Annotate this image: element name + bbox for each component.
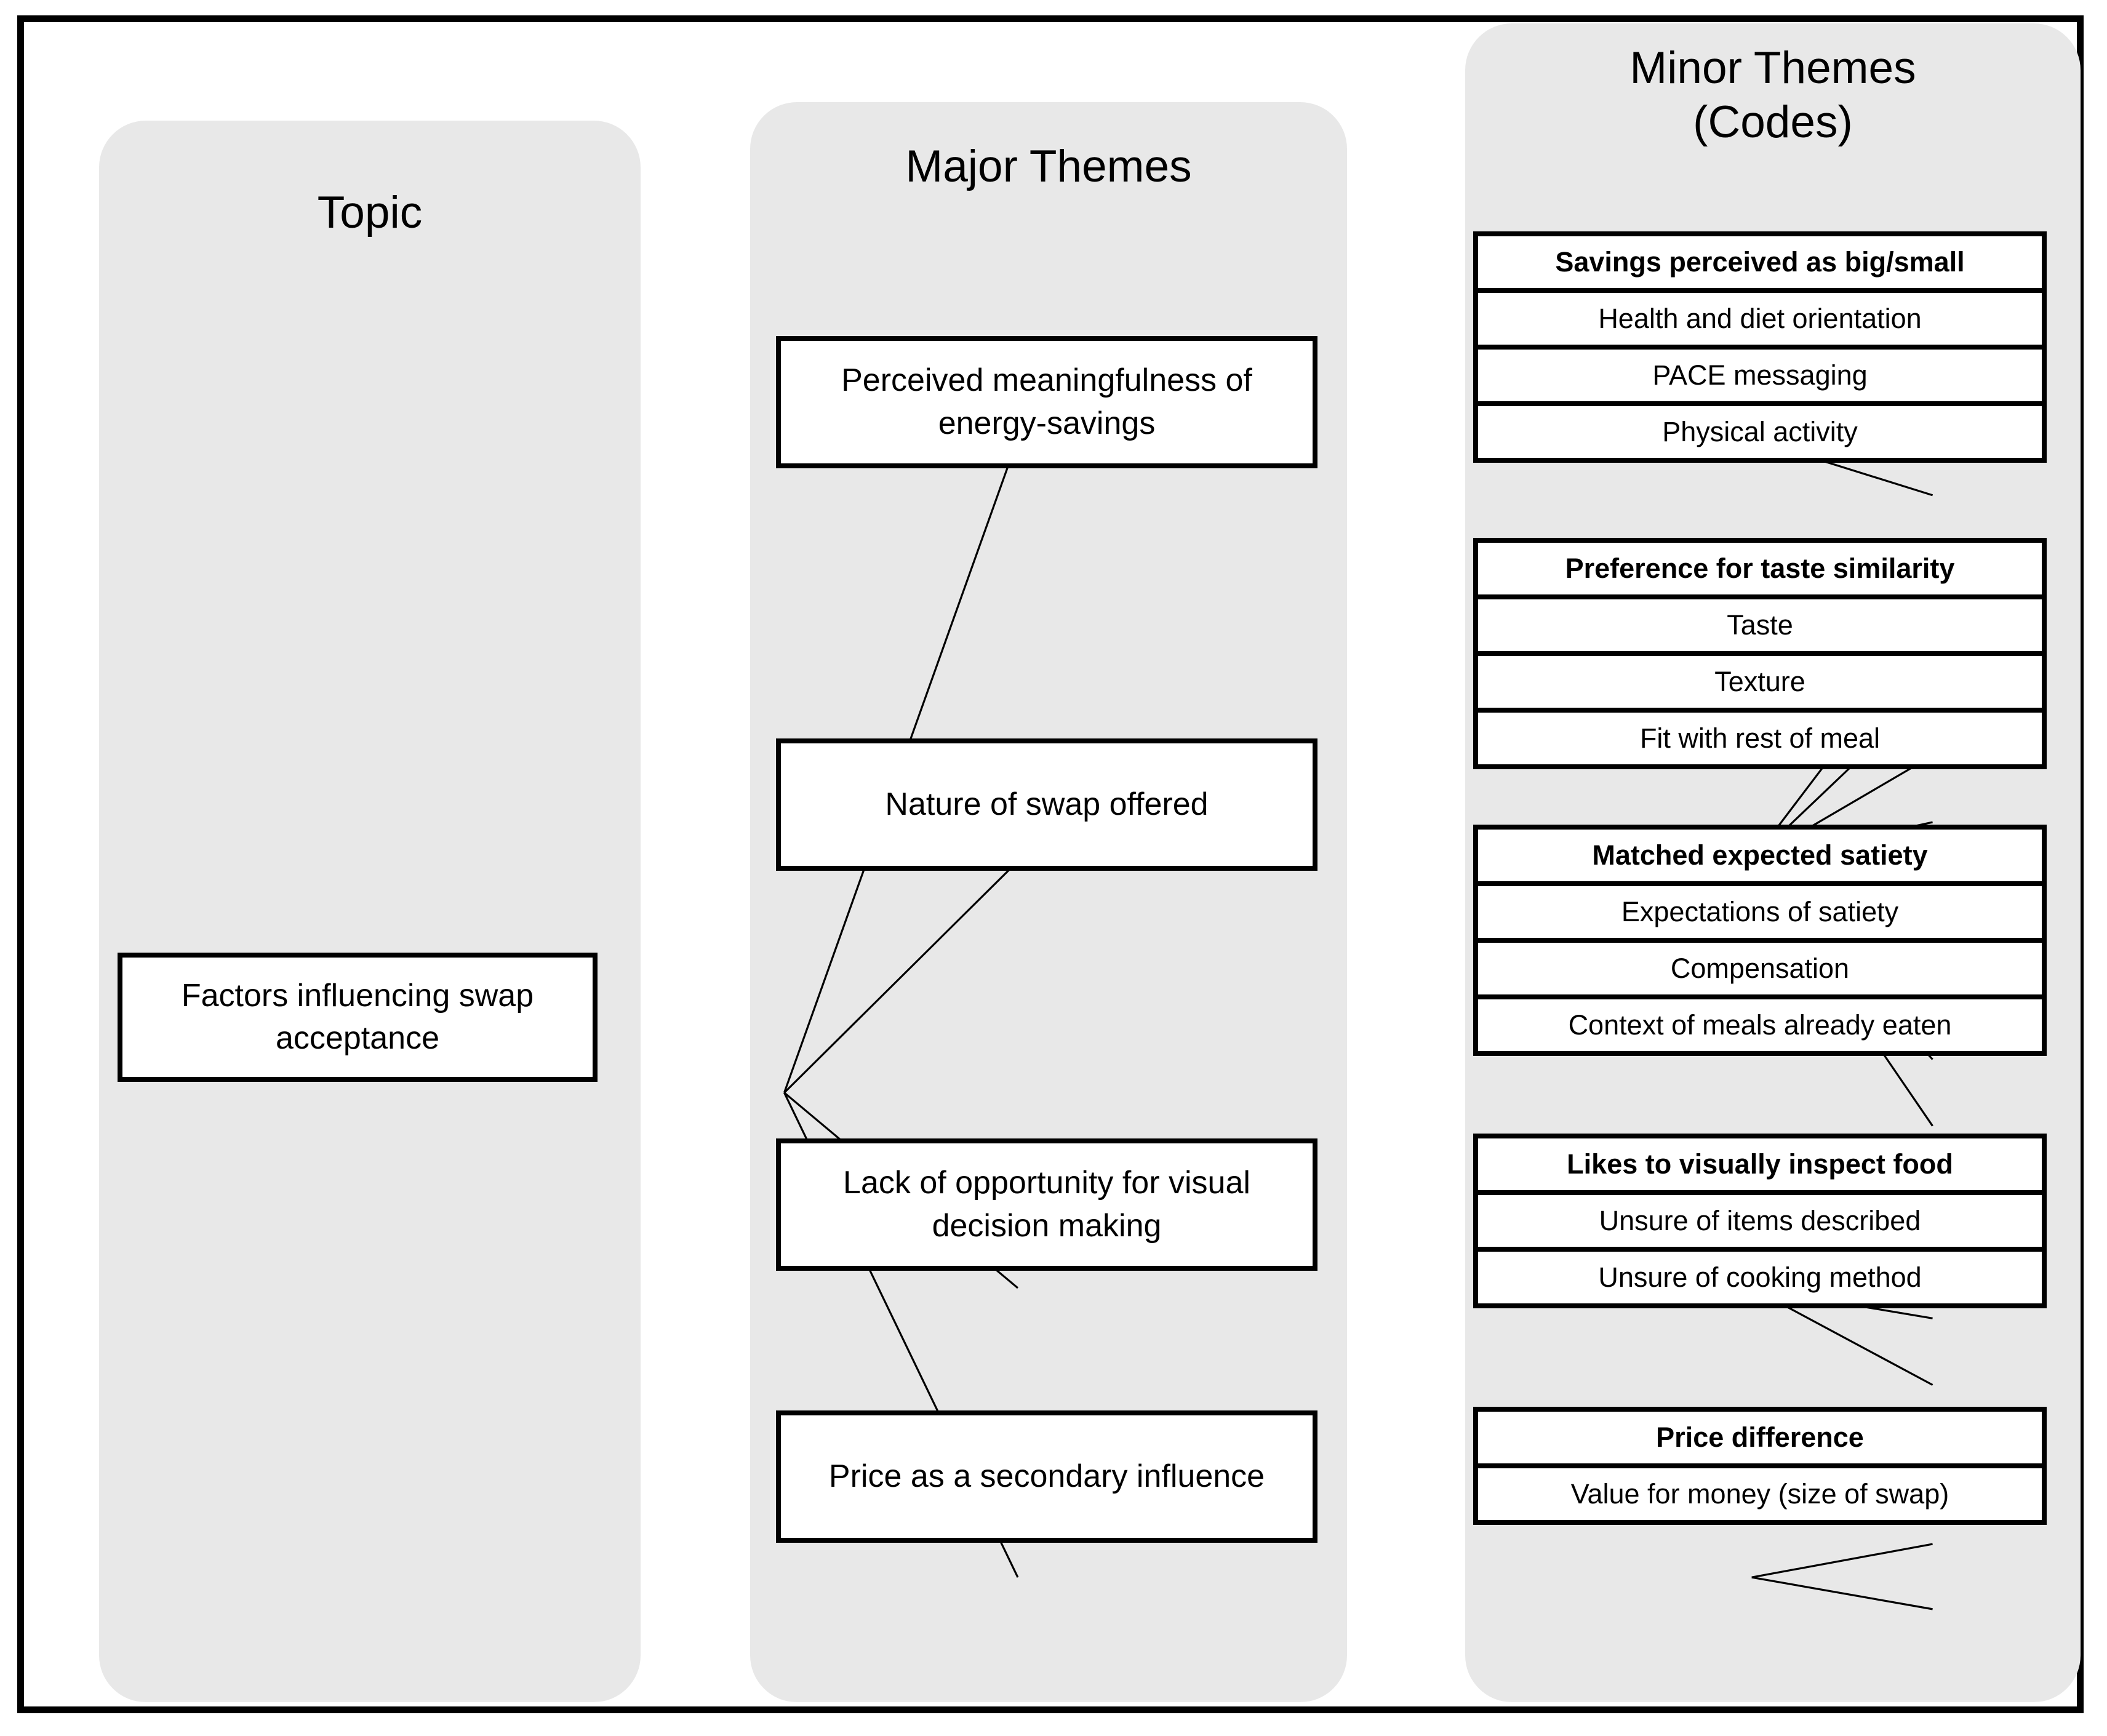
code-row-expectations-of-satiety[interactable]: Expectations of satiety (1473, 881, 2047, 943)
code-row-texture[interactable]: Texture (1473, 651, 2047, 713)
code-group-4: Likes to visually inspect food Unsure of… (1473, 1134, 2047, 1308)
code-row-compensation-label: Compensation (1670, 953, 1850, 984)
code-row-context-of-meals-label: Context of meals already eaten (1568, 1009, 1952, 1041)
code-row-physical-activity-label: Physical activity (1662, 416, 1858, 447)
code-group-1: Savings perceived as big/small Health an… (1473, 231, 2047, 463)
panel-minor-themes-title-line1: Minor Themes (1629, 43, 1916, 93)
code-row-taste[interactable]: Taste (1473, 594, 2047, 656)
diagram-frame: Topic Major Themes Minor Themes (Codes) (17, 15, 2084, 1713)
code-row-likes-visually-inspect[interactable]: Likes to visually inspect food (1473, 1134, 2047, 1195)
code-row-matched-expected-satiety-label: Matched expected satiety (1592, 839, 1928, 871)
code-row-compensation[interactable]: Compensation (1473, 938, 2047, 999)
panel-minor-themes-title-line2: (Codes) (1693, 97, 1853, 147)
code-row-health-diet-orientation-label: Health and diet orientation (1598, 303, 1922, 334)
code-row-likes-visually-inspect-label: Likes to visually inspect food (1567, 1148, 1953, 1180)
code-row-health-diet-orientation[interactable]: Health and diet orientation (1473, 288, 2047, 350)
code-row-context-of-meals[interactable]: Context of meals already eaten (1473, 994, 2047, 1056)
node-major-perceived-meaningfulness[interactable]: Perceived meaningfulness of energy-savin… (776, 336, 1317, 468)
panel-major-themes-title: Major Themes (905, 142, 1192, 191)
code-row-price-difference[interactable]: Price difference (1473, 1407, 2047, 1468)
code-group-3: Matched expected satiety Expectations of… (1473, 825, 2047, 1056)
code-row-value-for-money[interactable]: Value for money (size of swap) (1473, 1463, 2047, 1525)
node-major-nature-of-swap-label: Nature of swap offered (885, 786, 1209, 822)
code-row-pace-messaging-label: PACE messaging (1652, 359, 1868, 391)
code-row-unsure-items-described-label: Unsure of items described (1599, 1205, 1921, 1236)
code-row-physical-activity[interactable]: Physical activity (1473, 401, 2047, 463)
code-row-taste-label: Taste (1727, 609, 1793, 641)
code-row-savings-perceived[interactable]: Savings perceived as big/small (1473, 231, 2047, 293)
code-row-fit-with-rest-of-meal-label: Fit with rest of meal (1639, 722, 1881, 754)
code-row-price-difference-label: Price difference (1656, 1422, 1864, 1453)
code-row-expectations-of-satiety-label: Expectations of satiety (1621, 896, 1899, 927)
node-topic-factors[interactable]: Factors influencing swap acceptance (118, 953, 598, 1082)
node-major-lack-of-opportunity-label: Lack of opportunity for visual decision … (843, 1165, 1250, 1244)
node-major-nature-of-swap[interactable]: Nature of swap offered (776, 738, 1317, 871)
code-row-preference-taste-similarity-label: Preference for taste similarity (1565, 553, 1955, 584)
code-row-matched-expected-satiety[interactable]: Matched expected satiety (1473, 825, 2047, 886)
node-topic-factors-label: Factors influencing swap acceptance (181, 977, 534, 1056)
code-group-5: Price difference Value for money (size o… (1473, 1407, 2047, 1525)
code-row-value-for-money-label: Value for money (size of swap) (1570, 1478, 1949, 1510)
node-major-price-secondary-label: Price as a secondary influence (828, 1458, 1265, 1494)
panel-topic: Topic (99, 121, 641, 1702)
code-row-unsure-cooking-method-label: Unsure of cooking method (1598, 1262, 1922, 1293)
code-row-pace-messaging[interactable]: PACE messaging (1473, 345, 2047, 406)
node-major-perceived-meaningfulness-label: Perceived meaningfulness of energy-savin… (841, 362, 1252, 441)
code-row-fit-with-rest-of-meal[interactable]: Fit with rest of meal (1473, 708, 2047, 769)
panel-topic-title: Topic (317, 188, 423, 238)
code-row-savings-perceived-label: Savings perceived as big/small (1555, 246, 1965, 278)
node-major-lack-of-opportunity[interactable]: Lack of opportunity for visual decision … (776, 1138, 1317, 1271)
code-row-unsure-items-described[interactable]: Unsure of items described (1473, 1190, 2047, 1252)
code-row-preference-taste-similarity[interactable]: Preference for taste similarity (1473, 538, 2047, 599)
code-row-unsure-cooking-method[interactable]: Unsure of cooking method (1473, 1247, 2047, 1308)
code-group-2: Preference for taste similarity Taste Te… (1473, 538, 2047, 769)
code-row-texture-label: Texture (1714, 666, 1805, 697)
node-major-price-secondary[interactable]: Price as a secondary influence (776, 1410, 1317, 1543)
